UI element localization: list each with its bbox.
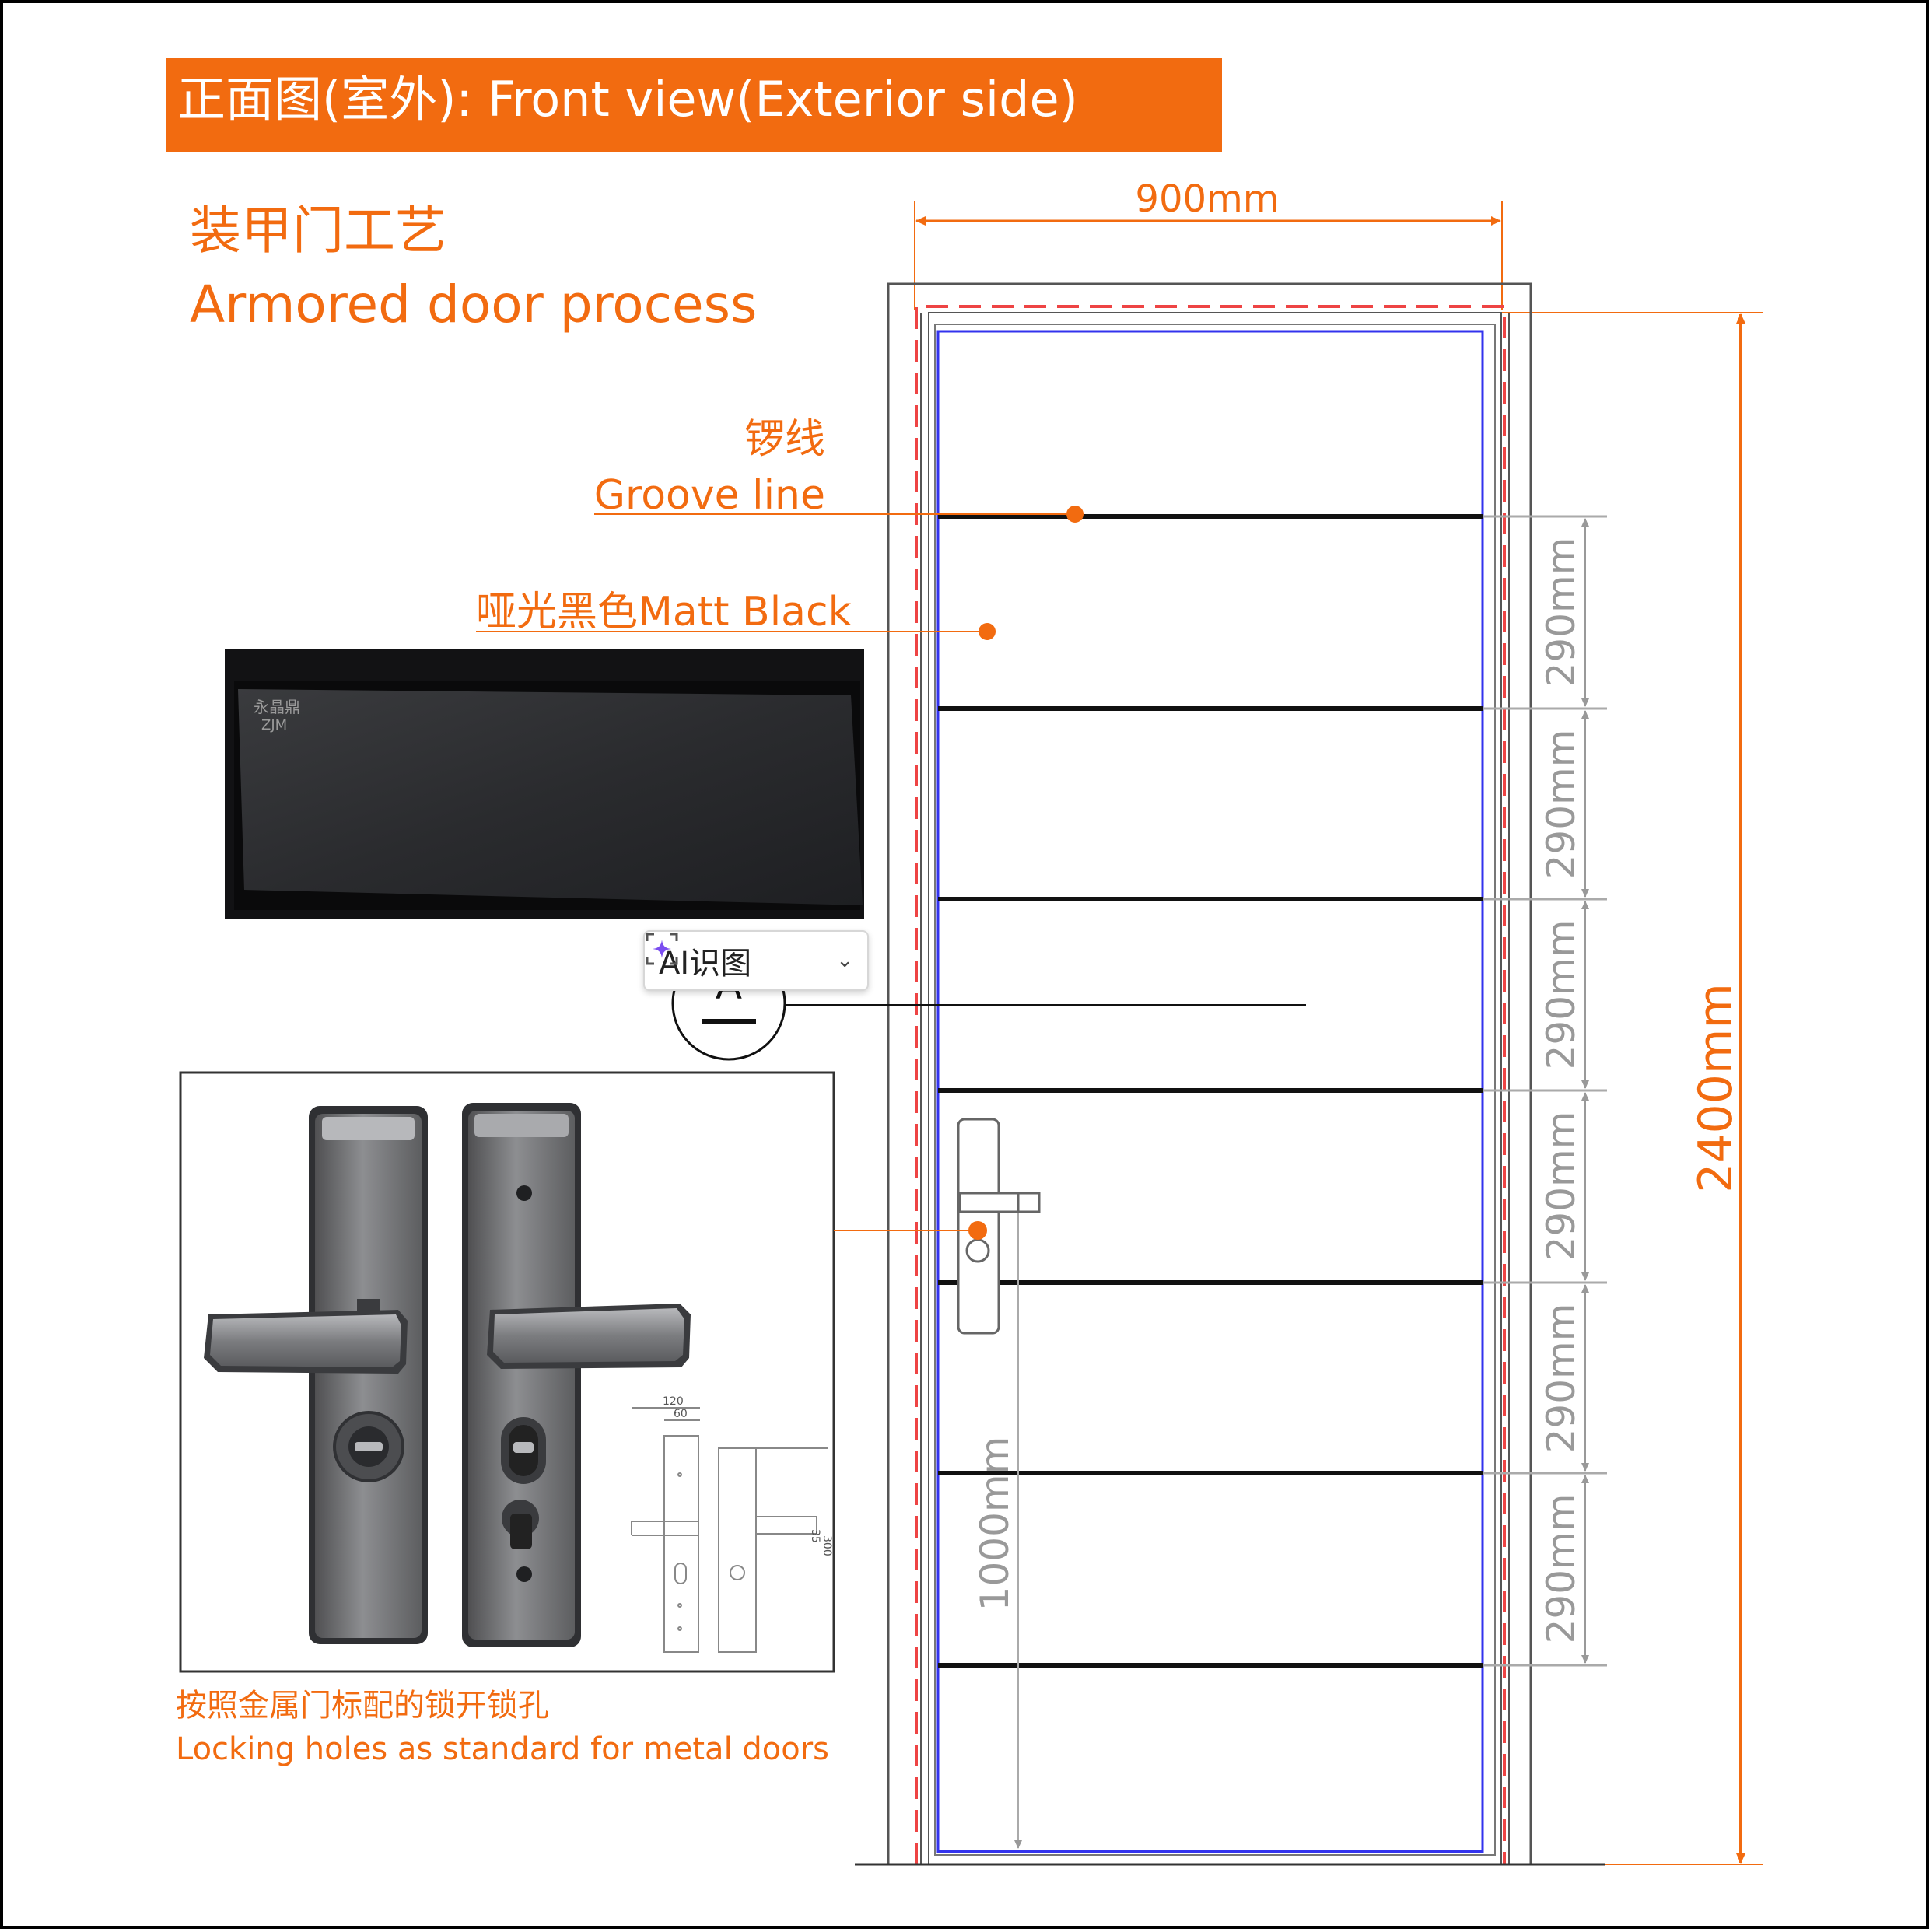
lock-plate-left xyxy=(204,1106,428,1644)
lock-note-en: Locking holes as standard for metal door… xyxy=(176,1731,829,1767)
matt-black-sample-photo: 永晶鼎 ZJM xyxy=(225,649,864,919)
height-dimension: 2400mm xyxy=(1689,983,1743,1193)
groove-label-cn: 锣线 xyxy=(744,416,825,463)
sample-brand-cn: 永晶鼎 xyxy=(254,698,300,716)
drawing-svg: 正面图(室外): Front view(Exterior side) 装甲门工艺… xyxy=(166,58,1763,1866)
spacing-label: 290mm xyxy=(1539,1111,1584,1262)
sample-brand-en: ZJM xyxy=(261,717,287,733)
spacing-label: 290mm xyxy=(1539,1494,1584,1644)
process-title-cn: 装甲门工艺 xyxy=(190,201,446,261)
width-dimension: 900mm xyxy=(1135,177,1279,221)
spacing-label: 290mm xyxy=(1539,1304,1584,1454)
schematic-label-3: 35 xyxy=(809,1529,821,1543)
ai-image-recognition-button[interactable]: AI识图 ⌄ xyxy=(643,930,869,991)
door-frame-outer xyxy=(887,282,1532,1866)
chevron-down-icon[interactable]: ⌄ xyxy=(836,949,853,972)
groove-label-en: Groove line xyxy=(594,472,825,519)
groove-lines xyxy=(938,514,1483,1668)
spacing-label: 290mm xyxy=(1539,920,1584,1070)
matt-black-label: 哑光黑色Matt Black xyxy=(476,589,852,635)
schematic-label-1: 120 xyxy=(663,1395,684,1408)
lock-note-cn: 按照金属门标配的锁开锁孔 xyxy=(176,1688,549,1724)
matt-black-leader-dot xyxy=(979,623,996,640)
process-title-en: Armored door process xyxy=(190,275,757,334)
lock-plate-right xyxy=(462,1103,691,1647)
handle-height-dimension: 1000mm xyxy=(972,1437,1017,1612)
spacing-labels: 290mm 290mm 290mm 290mm 290mm 290mm xyxy=(1539,537,1584,1644)
spacing-label: 290mm xyxy=(1539,537,1584,688)
schematic-label-4: 300 xyxy=(821,1535,833,1556)
spacing-extension-lines xyxy=(1483,515,1607,1667)
header-banner xyxy=(166,58,1222,152)
sparkle-scan-icon xyxy=(646,933,678,965)
lock-schematic-drawing xyxy=(631,1407,828,1653)
lock-leader-dot xyxy=(968,1221,987,1240)
groove-leader-dot xyxy=(1066,506,1084,523)
schematic-label-2: 60 xyxy=(674,1408,688,1420)
header-title: 正面图(室外): Front view(Exterior side) xyxy=(177,71,1078,128)
door-red-dashed-outline xyxy=(915,305,1506,1864)
spacing-label: 290mm xyxy=(1539,730,1584,880)
